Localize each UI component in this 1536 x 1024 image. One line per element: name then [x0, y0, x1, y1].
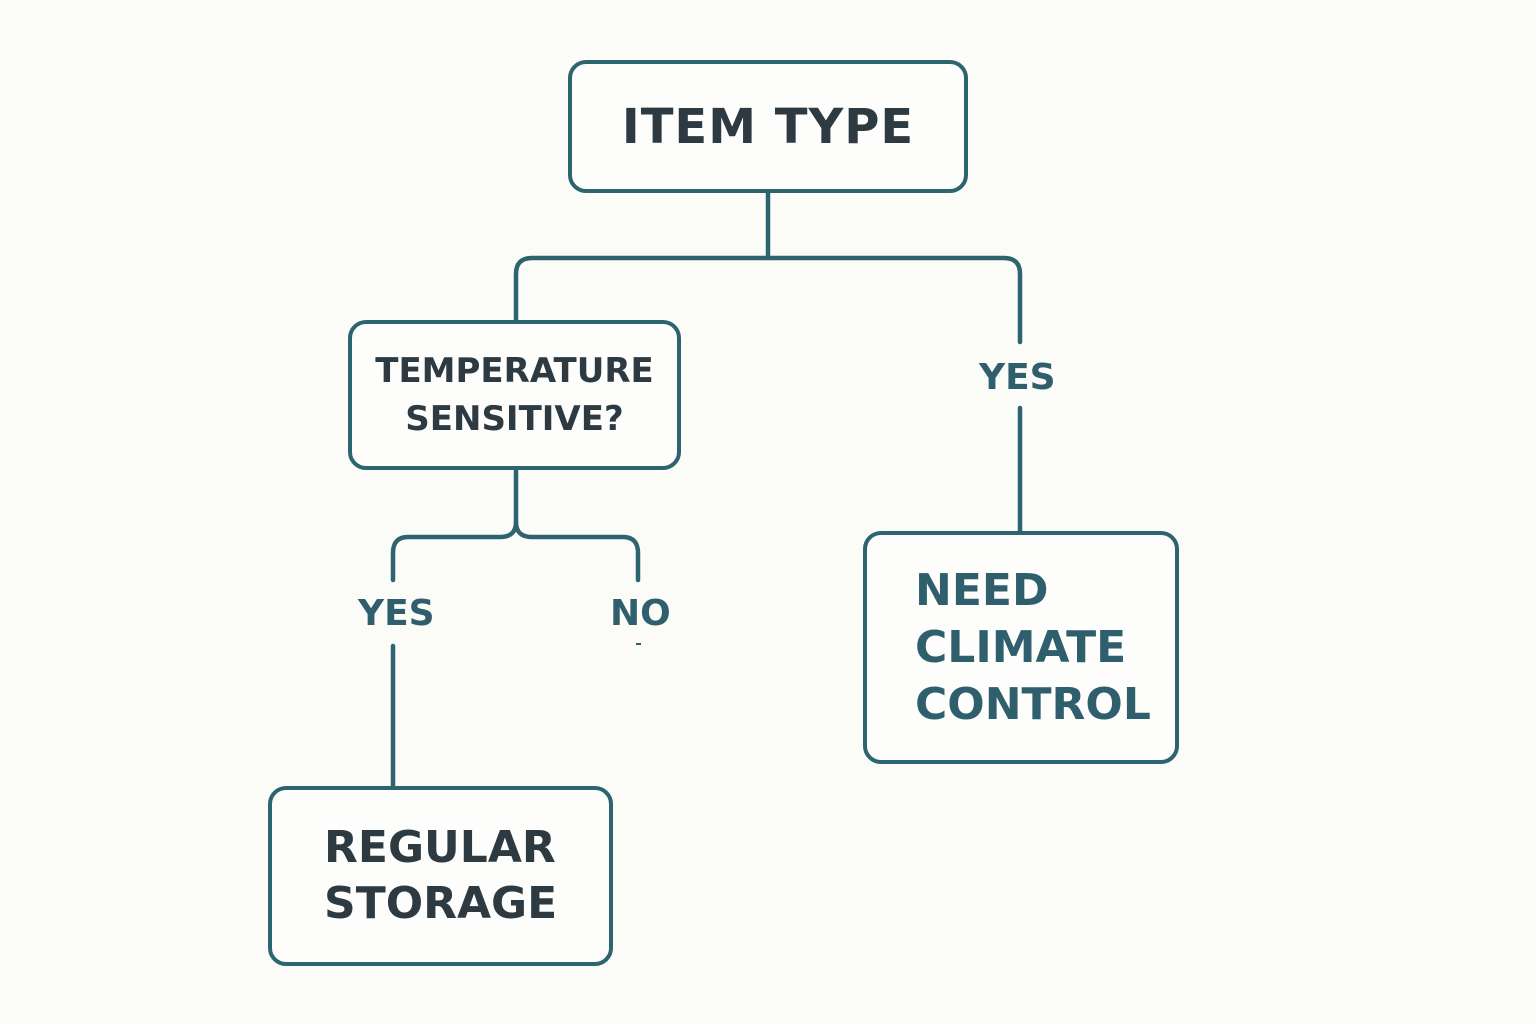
climate-control-label: NEED CLIMATE CONTROL: [915, 565, 1151, 730]
temperature-sensitive-node: TEMPERATURE SENSITIVE?: [348, 320, 681, 470]
edge-label-no: NO: [608, 592, 673, 636]
regular-storage-node: REGULAR STORAGE: [268, 786, 613, 966]
edge-label-yes-right: YES: [977, 356, 1058, 400]
connector-temp-trunk: [390, 467, 519, 583]
item-type-node: ITEM TYPE: [568, 60, 968, 193]
connector-item-type-split: [513, 255, 1023, 345]
item-type-label: ITEM TYPE: [621, 98, 915, 155]
temperature-sensitive-label: TEMPERATURE SENSITIVE?: [375, 351, 654, 439]
climate-control-node: NEED CLIMATE CONTROL: [863, 531, 1179, 764]
connector-temp-no: [513, 519, 641, 583]
regular-storage-label: REGULAR STORAGE: [324, 822, 558, 929]
decorative-dash: [636, 643, 641, 645]
edge-label-yes-left: YES: [356, 592, 437, 636]
